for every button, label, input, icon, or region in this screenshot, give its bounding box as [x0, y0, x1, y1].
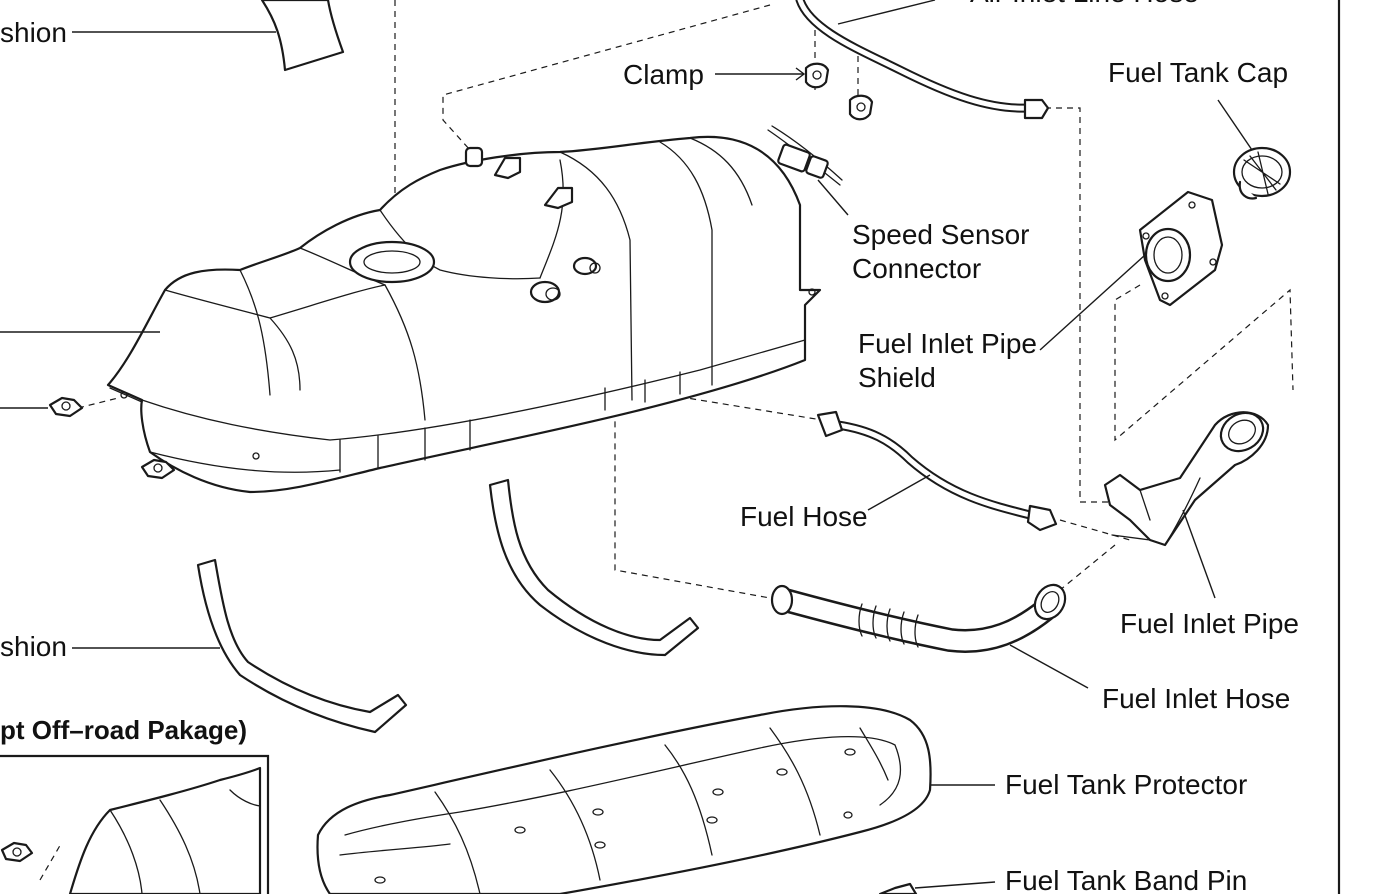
- tank-band-icon: [488, 478, 700, 657]
- tank-mount-nut-lower: [140, 458, 176, 480]
- speed-sensor-label-line2: Connector: [852, 253, 981, 284]
- fuel-tank-cap-label: Fuel Tank Cap: [1108, 57, 1288, 88]
- off-road-package-note: pt Off–road Pakage): [0, 715, 247, 745]
- clamp-icon: [848, 94, 874, 121]
- fuel-tank-cap: Fuel Tank Cap: [1108, 57, 1292, 200]
- fuel-tank-icon: [106, 135, 822, 494]
- fuel-tank-protector-icon: [316, 705, 932, 894]
- cushion-bottom-label: shion: [0, 631, 67, 662]
- tank-mount-nut-upper: [0, 396, 84, 418]
- cushion-icon: [260, 0, 345, 72]
- fuel-tank-protector: Fuel Tank Protector: [316, 705, 1247, 894]
- fuel-tank: [0, 135, 822, 494]
- speed-sensor-connector: Speed Sensor Connector: [767, 125, 1029, 284]
- fuel-tank-protector-label: Fuel Tank Protector: [1005, 769, 1247, 800]
- air-inlet-line-hose: Air Inlet Line Hose: [795, 0, 1199, 120]
- nut-icon: [48, 396, 84, 418]
- clamp-icon: [804, 62, 830, 89]
- speed-sensor-label-line1: Speed Sensor: [852, 219, 1029, 250]
- tank-fuel-outlet-nipple: [529, 280, 561, 304]
- fuel-inlet-pipe: Fuel Inlet Pipe: [1103, 411, 1299, 639]
- fuel-inlet-hose-label: Fuel Inlet Hose: [1102, 683, 1290, 714]
- tank-band-center: [488, 478, 700, 657]
- clamp-label: Clamp: [623, 59, 704, 90]
- fuel-inlet-pipe-label: Fuel Inlet Pipe: [1120, 608, 1299, 639]
- fuel-inlet-pipe-shield-label-line2: Shield: [858, 362, 936, 393]
- cushion-top-label: shion: [0, 17, 67, 48]
- tank-band-icon: [196, 558, 408, 734]
- off-road-inset: [0, 754, 270, 894]
- fuel-inlet-hose: Fuel Inlet Hose: [770, 583, 1290, 714]
- fuel-hose-label: Fuel Hose: [740, 501, 868, 532]
- tank-band-left: shion: [0, 558, 408, 734]
- protector-holes: [374, 748, 856, 884]
- fuel-tank-band-pin-label: Fuel Tank Band Pin: [1005, 865, 1247, 894]
- nut-icon: [140, 458, 176, 480]
- band-pin-icon: [878, 882, 918, 894]
- speed-sensor-connector-icon: [777, 143, 811, 173]
- tank-service-hole: [348, 240, 436, 284]
- tank-return-nipple: [572, 256, 598, 276]
- fuel-inlet-pipe-shield-label-line1: Fuel Inlet Pipe: [858, 328, 1037, 359]
- cushion-top: shion: [0, 0, 345, 72]
- nut-icon: [0, 841, 34, 863]
- fuel-inlet-pipe-shield: Fuel Inlet Pipe Shield: [858, 190, 1224, 393]
- fuel-hose: Fuel Hose: [740, 410, 1058, 532]
- clamp-group: Clamp: [623, 59, 874, 121]
- air-inlet-line-hose-label: Air Inlet Line Hose: [970, 0, 1199, 8]
- air-inlet-line-hose-icon: [795, 0, 1035, 113]
- fuel-tank-band-pin: Fuel Tank Band Pin: [878, 865, 1247, 894]
